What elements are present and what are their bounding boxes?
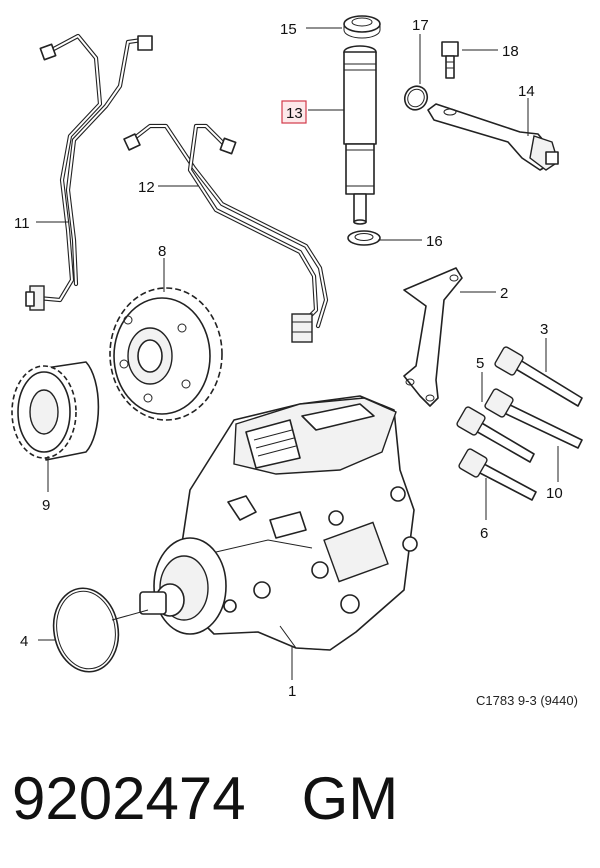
clamp-bracket-14 (427, 103, 559, 171)
drawing-reference-code: C1783 9-3 (9440) (476, 693, 578, 708)
callout-14: 14 (518, 83, 535, 100)
brand-name: GM (301, 764, 399, 832)
bolt-18 (441, 41, 459, 79)
part-footer: 9202474 GM (12, 758, 398, 838)
callout-18: 18 (502, 43, 519, 60)
callout-2: 2 (500, 285, 508, 302)
callout-9: 9 (42, 497, 50, 514)
callout-1: 1 (288, 683, 296, 700)
bracket-2 (403, 267, 463, 407)
part-number: 9202474 (12, 764, 246, 832)
seal-15 (343, 15, 381, 39)
injector-pipe-12 (123, 123, 329, 343)
leader-lines (36, 27, 559, 680)
bolt-6 (458, 448, 537, 501)
callout-5: 5 (476, 355, 484, 372)
callout-13-label: 13 (286, 105, 303, 122)
injector-13 (343, 45, 377, 225)
callout-13-highlight (281, 100, 307, 124)
seal-16 (347, 230, 381, 246)
bolt-3 (494, 346, 583, 407)
gasket-ring-4 (52, 587, 120, 673)
bolt-10 (456, 406, 535, 463)
callout-4: 4 (20, 633, 28, 650)
sprocket-9 (11, 361, 100, 461)
sprocket-8 (109, 287, 223, 421)
callout-6: 6 (480, 525, 488, 542)
callout-16: 16 (426, 233, 443, 250)
callout-15: 15 (280, 21, 297, 38)
callout-11: 11 (14, 215, 30, 232)
exploded-parts-diagram: 15 13 17 18 14 16 2 3 5 10 6 8 9 11 12 4… (11, 15, 583, 700)
bolt-5 (484, 388, 583, 449)
callout-12: 12 (138, 179, 155, 196)
callout-labels: 15 13 17 18 14 16 2 3 5 10 6 8 9 11 12 4… (14, 17, 563, 700)
o-ring-17 (403, 85, 429, 111)
injection-pump-1 (139, 395, 418, 651)
callout-10: 10 (546, 485, 563, 502)
injector-pipe-11 (25, 33, 153, 311)
callout-3: 3 (540, 321, 548, 338)
callout-8: 8 (158, 243, 166, 260)
callout-17: 17 (412, 17, 429, 34)
